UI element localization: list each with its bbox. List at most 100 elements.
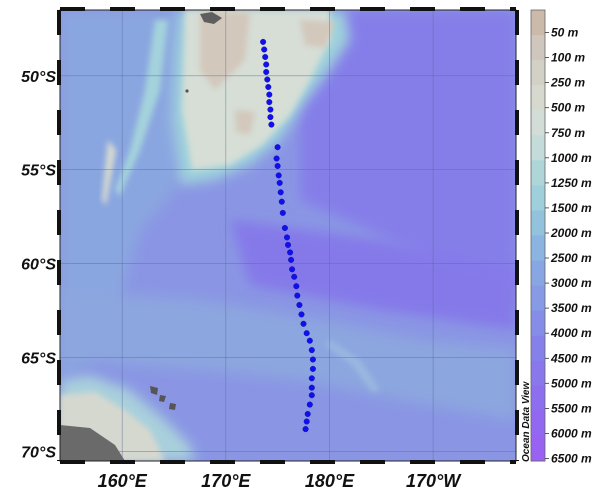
frame-dash (210, 7, 235, 11)
frame-dash (210, 460, 235, 464)
frame-dash (260, 460, 285, 464)
legend-depth-label: 6500 m (551, 452, 592, 466)
frame-dash (460, 7, 485, 11)
station-point (281, 224, 288, 231)
station-point (275, 172, 282, 179)
legend-swatch (531, 385, 545, 412)
frame-dash (515, 210, 519, 235)
legend-depth-label: 500 m (551, 101, 585, 115)
station-point (266, 91, 273, 98)
lat-label: 70°S (21, 445, 56, 462)
station-point (267, 114, 274, 121)
frame-dash (57, 60, 61, 85)
legend-depth-label: 50 m (551, 26, 579, 40)
station-point (293, 283, 300, 290)
frame-dash (110, 7, 135, 11)
station-point (263, 68, 270, 75)
station-point (303, 418, 310, 425)
legend-swatch (531, 210, 545, 236)
lat-label: 55°S (21, 163, 56, 180)
frame-dash (360, 7, 385, 11)
station-point (288, 256, 295, 263)
legend-depth-label: 1500 m (551, 201, 592, 215)
station-point (294, 292, 301, 299)
lon-label: 170°W (406, 471, 462, 491)
legend-depth-label: 3000 m (551, 276, 592, 290)
legend-swatch (531, 135, 545, 161)
frame-dash (510, 7, 516, 11)
frame-dash (57, 260, 61, 285)
station-point (308, 392, 315, 399)
station-track (260, 38, 316, 433)
frame-dash (515, 410, 519, 435)
frame-dash (510, 460, 516, 464)
frame-dash (410, 7, 435, 11)
frame-dash (160, 7, 185, 11)
frame-dash (160, 460, 185, 464)
legend-swatch (531, 185, 545, 211)
station-point (260, 38, 267, 45)
lat-label: 60°S (21, 257, 56, 274)
station-point (303, 330, 310, 337)
station-point (308, 347, 315, 354)
frame-dash (515, 310, 519, 335)
legend-swatch (531, 85, 545, 111)
station-point (306, 337, 313, 344)
station-point (291, 273, 298, 280)
frame-dash (57, 460, 61, 461)
map-frame-dashes (57, 7, 519, 464)
legend-swatch (531, 410, 545, 437)
frame-dash (515, 360, 519, 385)
lon-label: 170°E (201, 471, 251, 491)
frame-dash (57, 360, 61, 385)
frame-dash (515, 260, 519, 285)
station-point (263, 61, 270, 68)
station-point (279, 209, 286, 216)
legend-swatch (531, 260, 545, 287)
station-point (277, 189, 284, 196)
legend-depth-label: 3500 m (551, 301, 592, 315)
station-point (276, 179, 283, 186)
frame-dash (360, 460, 385, 464)
ocean-data-view-label: Ocean Data View (521, 381, 532, 462)
frame-dash (57, 410, 61, 435)
legend-swatch (531, 310, 545, 337)
station-point (274, 144, 281, 151)
station-point (261, 46, 268, 53)
frame-dash (57, 10, 61, 35)
station-point (267, 106, 274, 113)
station-point (309, 365, 316, 372)
legend-swatch (531, 10, 545, 36)
frame-dash (110, 460, 135, 464)
station-point (300, 320, 307, 327)
map-frame (59, 9, 517, 462)
frame-dash (515, 10, 519, 35)
legend-swatch (531, 335, 545, 362)
station-point (296, 302, 303, 309)
legend-depth-label: 1000 m (551, 151, 592, 165)
lat-label: 65°S (21, 351, 56, 368)
frame-dash (515, 460, 519, 461)
station-point (309, 356, 316, 363)
station-point (264, 76, 271, 83)
legend-swatch (531, 235, 545, 262)
station-point (266, 99, 273, 106)
station-point (304, 411, 311, 418)
station-point (268, 121, 275, 128)
legend-depth-label: 5000 m (551, 376, 592, 390)
legend-depth-label: 4500 m (550, 351, 592, 365)
station-point (284, 234, 291, 241)
legend-depth-label: 250 m (550, 76, 585, 90)
bathymetry-layer (60, 10, 516, 461)
lat-label: 50°S (21, 69, 56, 86)
station-point (278, 198, 285, 205)
legend-frame (530, 9, 546, 462)
frame-dash (515, 160, 519, 185)
station-point (289, 266, 296, 273)
frame-dash (310, 7, 335, 11)
frame-dash (57, 110, 61, 135)
legend-depth-label: 1250 m (551, 176, 592, 190)
